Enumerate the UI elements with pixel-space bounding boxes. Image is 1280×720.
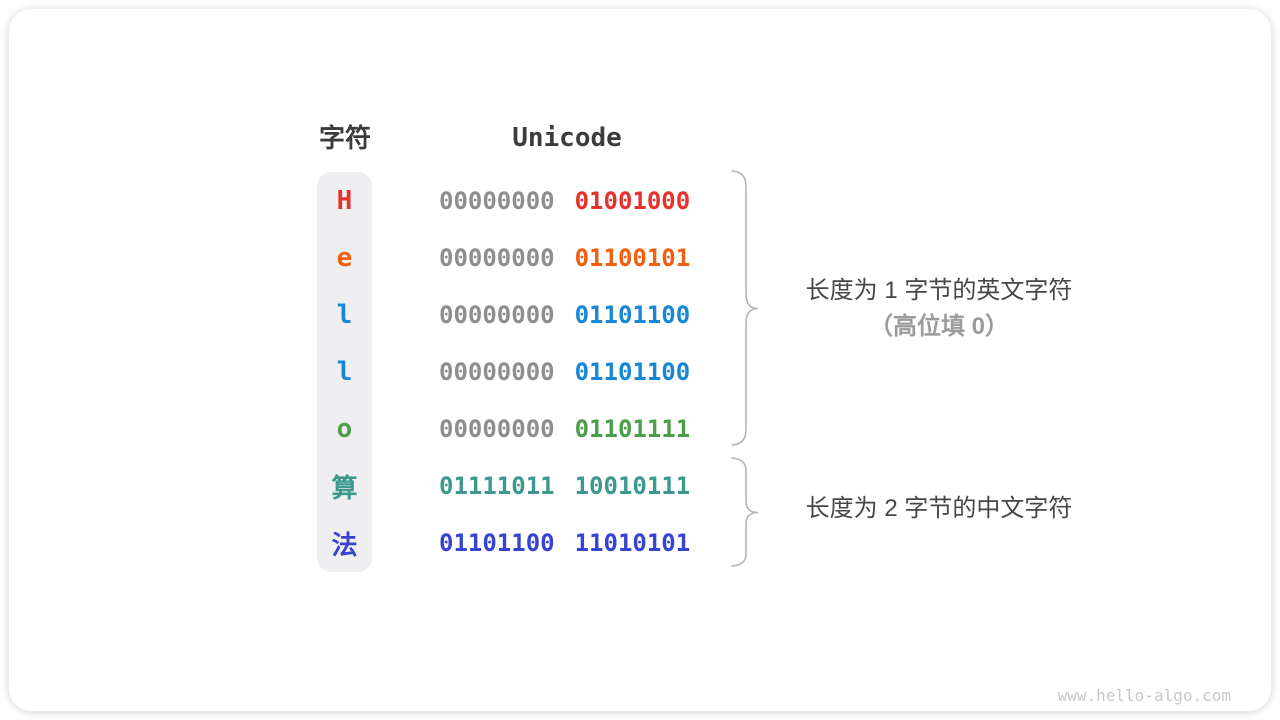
char-cell: 法 [331, 530, 358, 561]
unicode-binary: 00000000 01101111 [439, 415, 690, 443]
char-cell: o [336, 414, 353, 444]
low-byte: 01101111 [574, 415, 691, 443]
annotation-english-chars: 长度为 1 字节的英文字符 （高位填 0） [779, 273, 1099, 345]
char-cell: l [336, 357, 353, 387]
char-cell: H [336, 186, 353, 216]
annotation-chinese-chars: 长度为 2 字节的中文字符 [779, 491, 1099, 527]
annotation-subtext: （高位填 0） [868, 313, 1009, 340]
low-byte: 01101100 [574, 358, 691, 386]
unicode-binary: 01111011 10010111 [439, 472, 690, 500]
char-cell: 算 [331, 473, 358, 504]
column-header-character: 字符 [318, 123, 371, 153]
brace-chinese-group [731, 457, 759, 567]
unicode-binary: 00000000 01101100 [439, 358, 690, 386]
low-byte: 01100101 [574, 244, 691, 272]
table-row: l 00000000 01101100 [317, 357, 717, 387]
watermark-url: www.hello-algo.com [1057, 686, 1231, 705]
table-row: 算 01111011 10010111 [317, 471, 717, 504]
unicode-binary: 01101100 11010101 [439, 529, 690, 557]
unicode-binary: 00000000 01101100 [439, 301, 690, 329]
table-row: l 00000000 01101100 [317, 300, 717, 330]
figure-card: 字符 Unicode H 00000000 01001000 e 00000000 011… [9, 9, 1271, 711]
low-byte: 01001000 [574, 187, 691, 215]
table-row: H 00000000 01001000 [317, 186, 717, 216]
high-byte: 00000000 [439, 244, 555, 272]
high-byte: 00000000 [439, 187, 555, 215]
character-column-background [317, 172, 372, 572]
table-row: e 00000000 01100101 [317, 243, 717, 273]
high-byte: 01111011 [439, 472, 555, 500]
char-cell: l [336, 300, 353, 330]
annotation-text: 长度为 2 字节的中文字符 [805, 495, 1073, 522]
high-byte: 01101100 [439, 529, 555, 557]
unicode-binary: 00000000 01100101 [439, 244, 690, 272]
low-byte: 11010101 [574, 529, 691, 557]
unicode-binary: 00000000 01001000 [439, 187, 690, 215]
high-byte: 00000000 [439, 301, 555, 329]
column-header-unicode: Unicode [512, 123, 622, 153]
low-byte: 10010111 [574, 472, 691, 500]
annotation-text: 长度为 1 字节的英文字符 [805, 277, 1073, 304]
low-byte: 01101100 [574, 301, 691, 329]
high-byte: 00000000 [439, 358, 555, 386]
table-row: o 00000000 01101111 [317, 414, 717, 444]
high-byte: 00000000 [439, 415, 555, 443]
char-cell: e [336, 243, 353, 273]
table-row: 法 01101100 11010101 [317, 528, 717, 561]
brace-english-group [731, 170, 759, 446]
